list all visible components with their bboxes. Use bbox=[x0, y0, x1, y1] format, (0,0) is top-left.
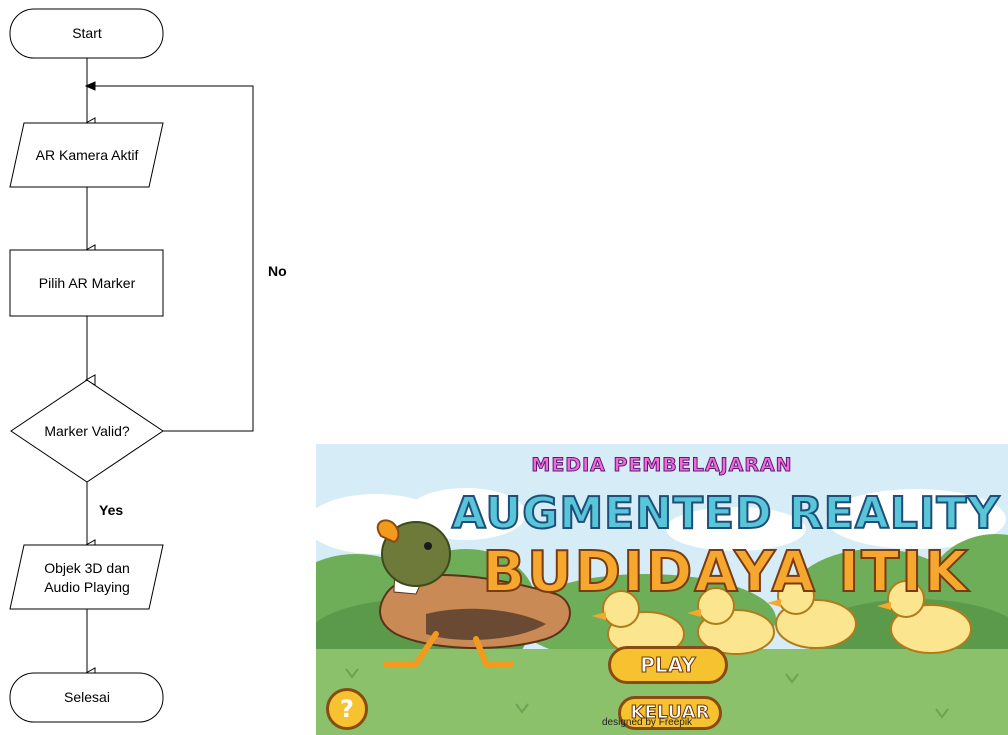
objek-io-shape bbox=[10, 545, 163, 609]
kamera-label: AR Kamera Aktif bbox=[36, 147, 139, 163]
game-title-ar: AUGMENTED REALITY bbox=[446, 488, 1006, 539]
play-button[interactable]: PLAY bbox=[608, 646, 728, 684]
objek-label-line2: Audio Playing bbox=[44, 579, 130, 595]
game-subtitle: MEDIA PEMBELAJARAN bbox=[316, 454, 1008, 476]
objek-label-line1: Objek 3D dan bbox=[44, 560, 130, 576]
help-button[interactable]: ? bbox=[326, 688, 368, 730]
freepik-credit: designed by Freepik bbox=[602, 717, 692, 728]
start-label: Start bbox=[72, 25, 102, 41]
flowchart-diagram: Start AR Kamera Aktif Pilih AR Marker Ma… bbox=[0, 0, 300, 735]
selesai-label: Selesai bbox=[64, 689, 110, 705]
game-menu-screenshot: MEDIA PEMBELAJARAN AUGMENTED REALITY BUD… bbox=[316, 444, 1008, 735]
pilih-label: Pilih AR Marker bbox=[39, 275, 136, 291]
decision-label: Marker Valid? bbox=[44, 423, 130, 439]
no-label: No bbox=[268, 263, 287, 279]
game-title-main: BUDIDAYA ITIK bbox=[446, 540, 1006, 605]
yes-label: Yes bbox=[99, 502, 123, 518]
